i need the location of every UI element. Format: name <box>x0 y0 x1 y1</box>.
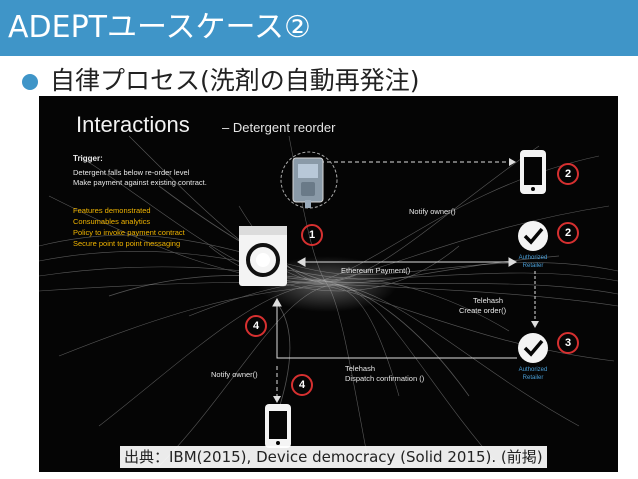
flow-telehash-create-1: Telehash <box>473 296 504 305</box>
arrow-telehash-dispatch <box>272 297 517 359</box>
arrow-notify-owner-bottom <box>273 366 281 403</box>
trigger-line-2: Make payment against existing contract. <box>73 178 207 187</box>
trigger-label: Trigger: <box>73 154 103 163</box>
bullet-text: 自律プロセス(洗剤の自動再発注) <box>50 66 420 95</box>
step-badge-retailer-bottom: 3 <box>557 332 579 354</box>
detergent-dispenser-icon <box>292 157 324 208</box>
features-line-4: Secure point to point messaging <box>73 239 181 248</box>
flow-ethereum-payment: Ethereum Payment() <box>341 266 411 275</box>
retailer-bottom-label-1: Authorized <box>518 367 548 373</box>
diagram-subtitle: – Detergent reorder <box>222 120 336 135</box>
bullet-dot-icon <box>22 74 38 90</box>
flow-notify-owner-top: Notify owner() <box>409 207 456 216</box>
diagram-graphics <box>39 135 618 467</box>
arrow-notify-owner-top <box>306 158 516 184</box>
smartphone-bottom-icon <box>265 404 291 448</box>
retailer-top-label-1: Authorized <box>518 255 548 261</box>
detergent-highlight-ring <box>280 151 338 209</box>
retailer-top-label-2: Retailer <box>522 263 544 269</box>
authorized-retailer-bottom-icon <box>518 333 548 363</box>
features-line-2: Consumables analytics <box>73 217 151 226</box>
flow-telehash-create-2: Create order() <box>459 306 507 315</box>
center-glow <box>257 256 397 312</box>
source-caption: 出典：IBM(2015), Device democracy (Solid 20… <box>120 446 547 468</box>
flow-notify-owner-bottom: Notify owner() <box>211 370 258 379</box>
step-badge-bottom: 4 <box>291 374 313 396</box>
features-line-1: Features demonstrated <box>73 206 151 215</box>
embedded-diagram: Interactions – Detergent reorder Trigger… <box>39 96 618 472</box>
features-line-3: Policy to invoke payment contract <box>73 228 185 237</box>
washing-machine-icon <box>239 226 287 286</box>
step-badge-phone-top: 2 <box>557 163 579 185</box>
retailer-bottom-label-2: Retailer <box>522 375 544 381</box>
step-badge-left: 4 <box>245 315 267 337</box>
arrow-telehash-create <box>531 271 539 328</box>
step-badge-retailer-top: 2 <box>557 222 579 244</box>
trigger-line-1: Detergent falls below re-order level <box>73 168 190 177</box>
smartphone-top-icon <box>520 150 546 194</box>
flow-telehash-dispatch-1: Telehash <box>345 364 376 373</box>
slide-header: ADEPTユースケース② <box>0 0 638 56</box>
diagram-title: Interactions <box>76 112 190 137</box>
authorized-retailer-top-icon <box>518 221 548 251</box>
step-badge-washer: 1 <box>301 224 323 246</box>
slide-title: ADEPTユースケース② <box>8 10 311 45</box>
arrow-ethereum-payment <box>296 257 518 267</box>
flow-telehash-dispatch-2: Dispatch confirmation () <box>345 374 425 383</box>
